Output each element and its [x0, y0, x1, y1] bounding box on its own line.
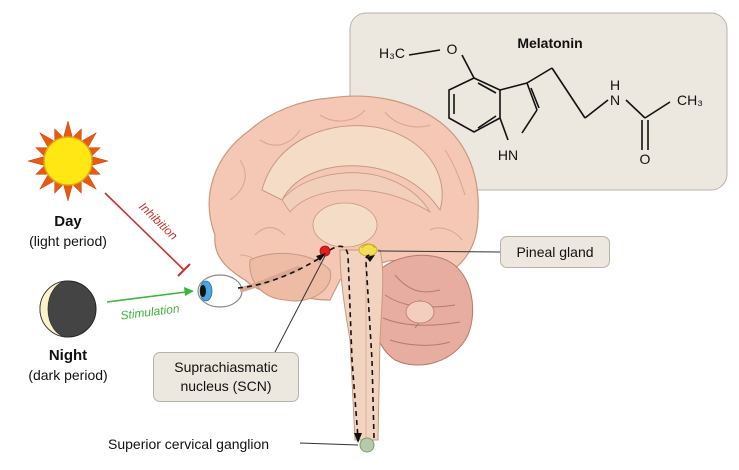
- night-subtitle: (dark period): [28, 367, 108, 383]
- sun-ray: [27, 156, 44, 166]
- ganglion-leader-line: [299, 442, 359, 446]
- day-title: Day: [54, 213, 82, 230]
- sun-ray: [63, 185, 73, 202]
- sun-ray: [92, 156, 109, 166]
- sun-icon: [27, 120, 109, 202]
- pineal-gland-text: Pineal gland: [516, 244, 594, 260]
- oxygen-label: O: [446, 41, 458, 57]
- scn-label: Suprachiasmatic nucleus (SCN): [153, 352, 299, 402]
- inhibition-arrow: [104, 192, 191, 277]
- pineal-gland-icon: [358, 243, 378, 257]
- night-title: Night: [48, 347, 88, 364]
- melatonin-title: Melatonin: [517, 35, 583, 51]
- scn-label-line2: nucleus (SCN): [180, 378, 272, 394]
- amide-n-label: N: [609, 92, 621, 108]
- ganglion-icon: [359, 437, 375, 453]
- moon-icon: [39, 280, 97, 338]
- sun-ray: [63, 120, 73, 137]
- scn-leader-line: [274, 255, 326, 353]
- methyl-label: CH₃: [677, 92, 703, 108]
- brain-illustration: [197, 95, 479, 441]
- scn-label-line1: Suprachiasmatic: [174, 359, 278, 375]
- pineal-gland-label: Pineal gland: [500, 236, 610, 268]
- day-subtitle: (light period): [29, 233, 107, 249]
- stimulation-arrow: [106, 287, 194, 303]
- amide-h-label: H: [609, 77, 621, 93]
- melatonin-structure: [408, 49, 671, 150]
- indole-nh-label: HN: [497, 147, 519, 163]
- pineal-leader-line: [377, 250, 501, 253]
- ganglion-label: Superior cervical ganglion: [108, 436, 270, 452]
- carbonyl-o-label: O: [639, 151, 651, 167]
- methoxy-label: H₃C: [379, 45, 405, 61]
